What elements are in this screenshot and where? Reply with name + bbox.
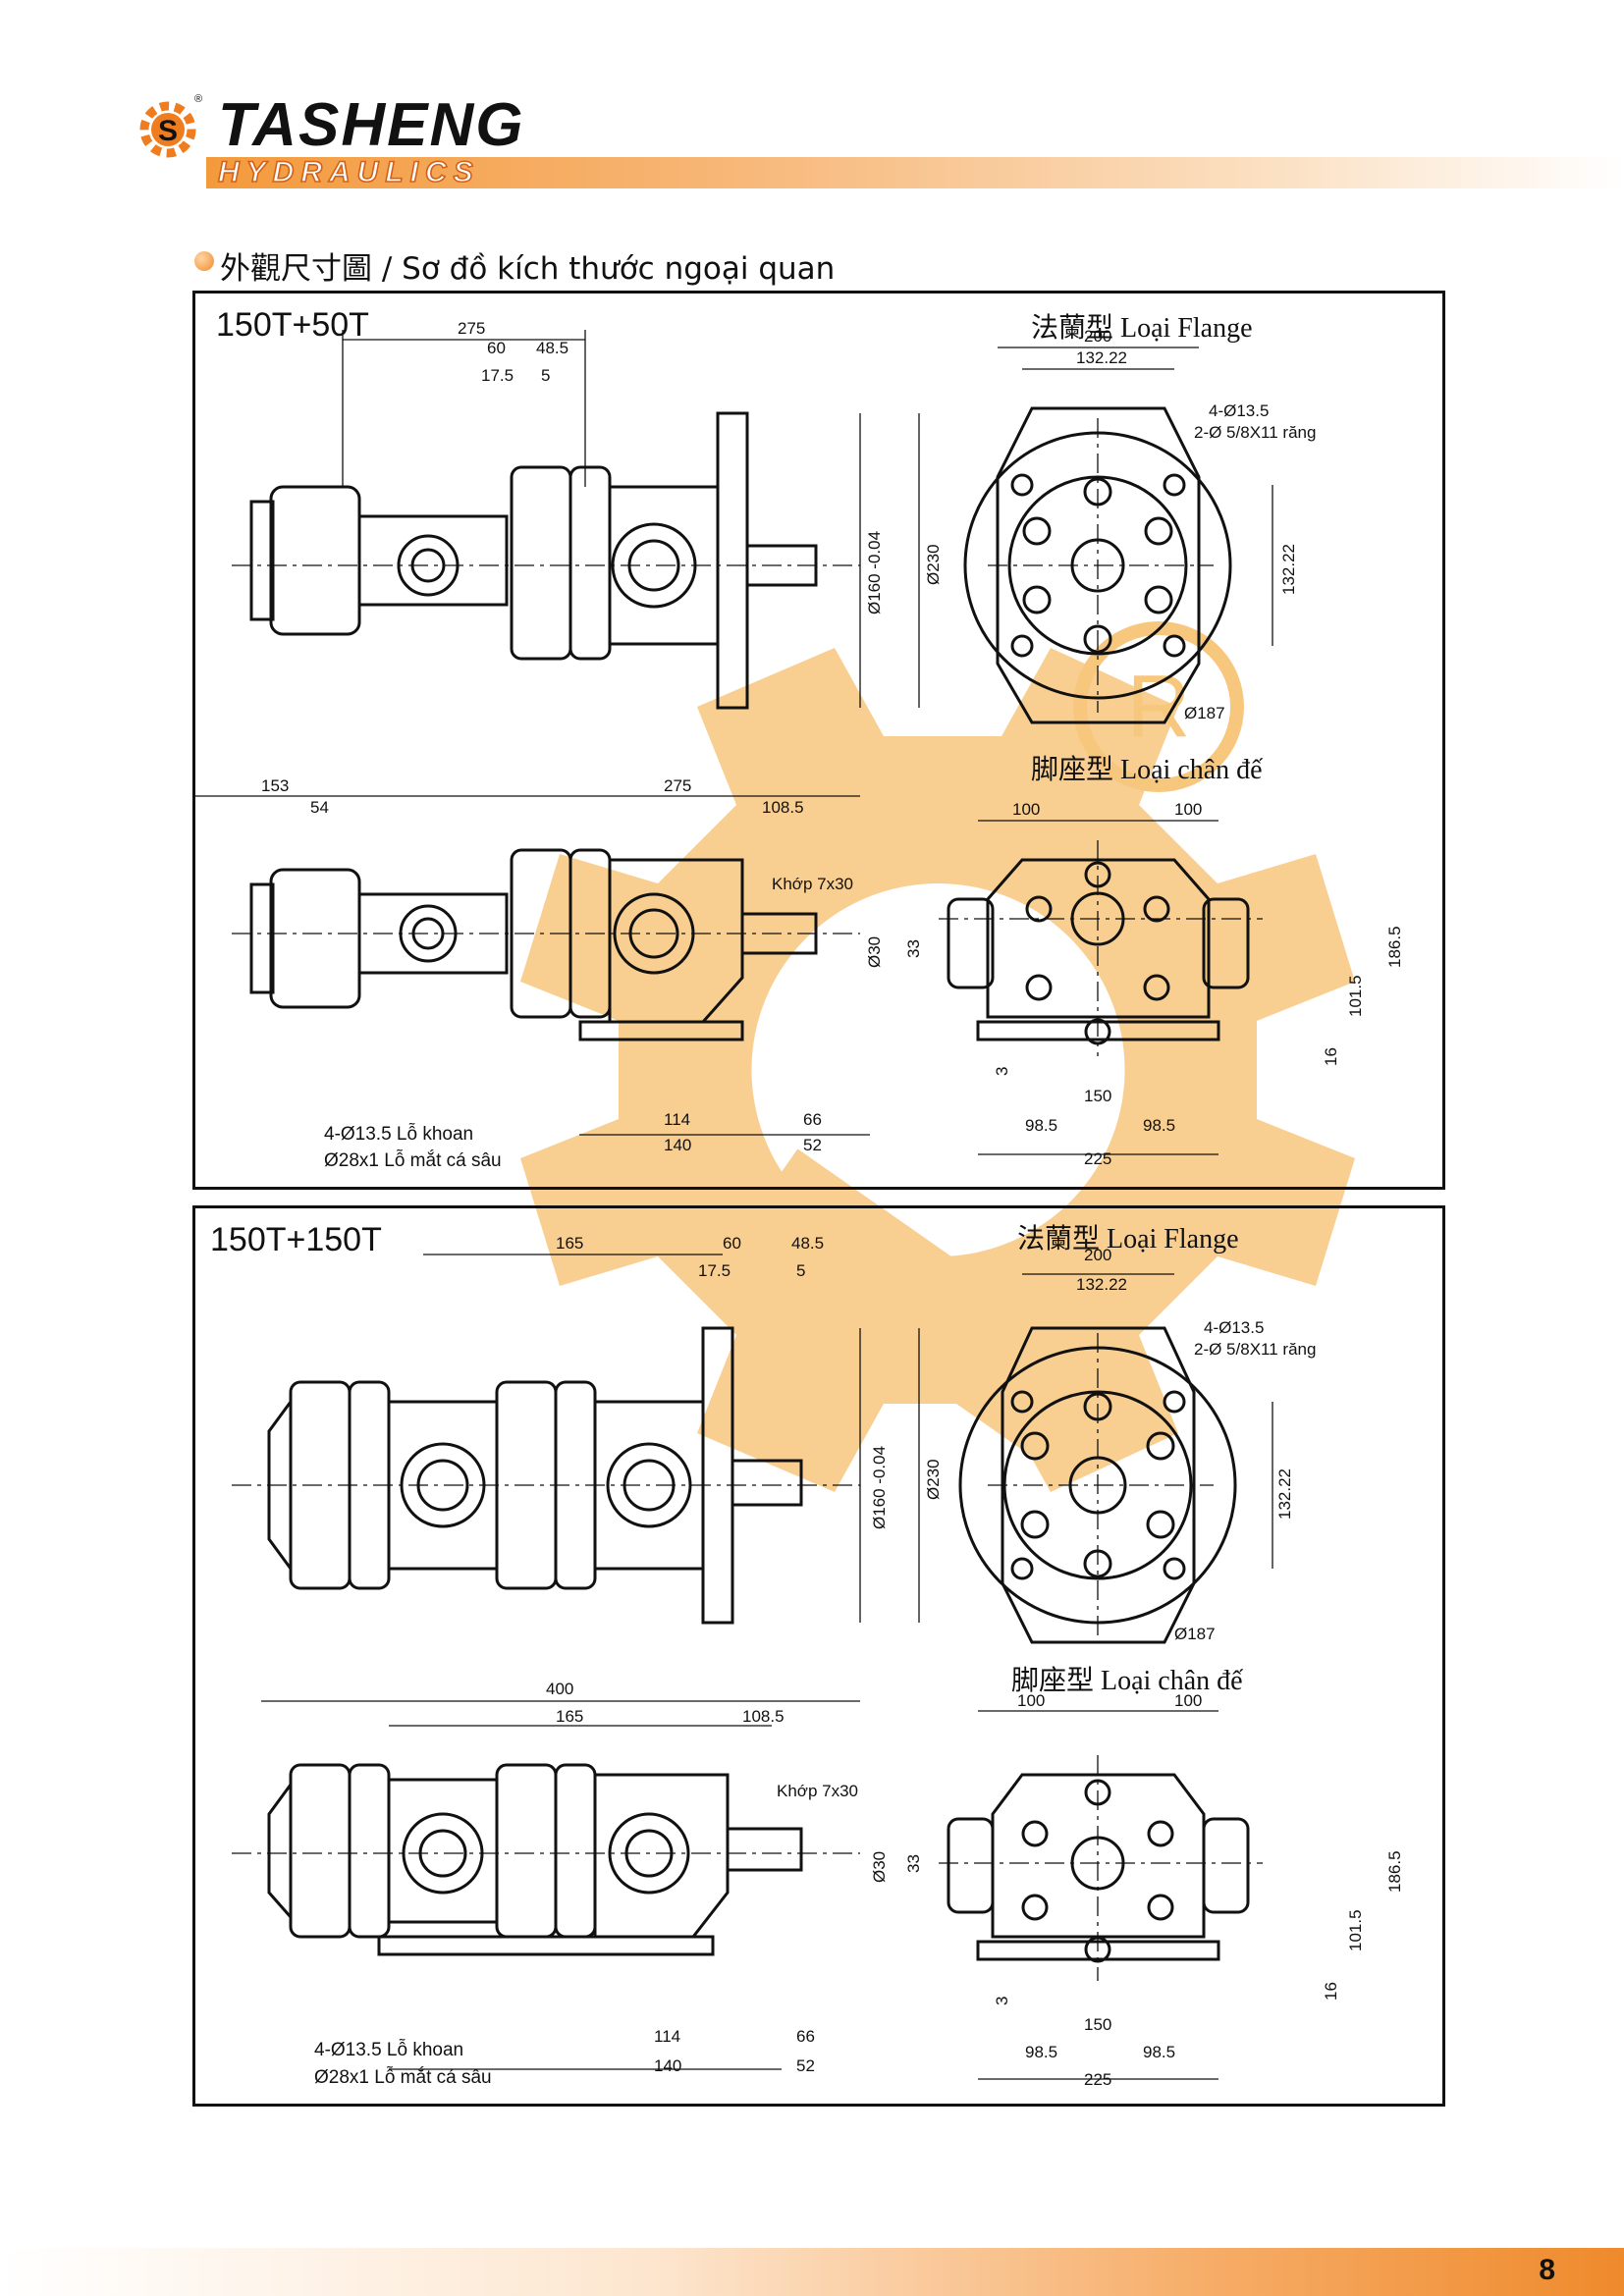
svg-text:Ø230: Ø230 [924, 544, 943, 585]
svg-text:275: 275 [664, 776, 691, 795]
svg-text:225: 225 [1084, 1149, 1111, 1168]
svg-text:48.5: 48.5 [536, 339, 568, 357]
flange-view-label: 法蘭型 Loại Flange [1031, 313, 1253, 344]
svg-text:60: 60 [723, 1234, 741, 1253]
svg-text:Ø187: Ø187 [1184, 704, 1225, 722]
svg-text:114: 114 [654, 2027, 680, 2046]
svg-text:Ø230: Ø230 [924, 1459, 943, 1500]
flange-view-label: 法蘭型 Loại Flange [1017, 1224, 1239, 1255]
page-number: 8 [1539, 2254, 1555, 2286]
svg-text:66: 66 [796, 2027, 815, 2046]
svg-text:132.22: 132.22 [1076, 1275, 1127, 1294]
brand-name: TASHENG [218, 91, 525, 159]
svg-text:4-Ø13.5: 4-Ø13.5 [1204, 1318, 1264, 1337]
svg-text:66: 66 [803, 1110, 822, 1129]
note-counterbore: Ø28x1 Lỗ mắt cá sâu [324, 1150, 502, 1171]
svg-text:16: 16 [1322, 1982, 1340, 2001]
svg-text:17.5: 17.5 [698, 1261, 731, 1280]
svg-text:Ø187: Ø187 [1174, 1625, 1216, 1643]
svg-text:98.5: 98.5 [1025, 2043, 1057, 2061]
note-counterbore: Ø28x1 Lỗ mắt cá sâu [314, 2067, 492, 2088]
svg-text:114: 114 [664, 1110, 690, 1129]
svg-text:4-Ø13.5: 4-Ø13.5 [1209, 401, 1269, 420]
svg-text:200: 200 [1084, 1246, 1111, 1264]
svg-text:153: 153 [261, 776, 289, 795]
note-drill-hole: 4-Ø13.5 Lỗ khoan [314, 2040, 464, 2060]
drawing-150t-150t: 165 60 48.5 17.5 5 Ø160 -0.04 Ø230 200 132.2… [232, 1234, 1404, 2089]
note-drill-hole: 4-Ø13.5 Lỗ khoan [324, 1124, 474, 1145]
svg-text:108.5: 108.5 [742, 1707, 785, 1726]
svg-text:Ø160 -0.04: Ø160 -0.04 [865, 531, 884, 614]
svg-text:101.5: 101.5 [1346, 975, 1365, 1017]
svg-text:Ø160 -0.04: Ø160 -0.04 [870, 1446, 889, 1529]
svg-text:52: 52 [803, 1136, 822, 1154]
svg-text:140: 140 [654, 2056, 681, 2075]
svg-text:48.5: 48.5 [791, 1234, 824, 1253]
svg-text:165: 165 [556, 1234, 583, 1253]
dim-275: 275 [458, 319, 485, 338]
panel-150t-150t [192, 1205, 1445, 2107]
svg-text:165: 165 [556, 1707, 583, 1726]
svg-text:3: 3 [993, 1067, 1011, 1076]
bullet-icon [194, 251, 214, 271]
svg-text:400: 400 [546, 1680, 573, 1698]
panel-150t-50t [192, 291, 1445, 1190]
svg-text:2-Ø 5/8X11 răng: 2-Ø 5/8X11 răng [1194, 1340, 1316, 1359]
svg-text:Khớp 7x30: Khớp 7x30 [777, 1782, 858, 1800]
svg-text:100: 100 [1012, 800, 1040, 819]
svg-text:5: 5 [796, 1261, 805, 1280]
svg-text:200: 200 [1084, 327, 1111, 346]
svg-text:101.5: 101.5 [1346, 1909, 1365, 1951]
svg-text:60: 60 [487, 339, 506, 357]
svg-text:Khớp 7x30: Khớp 7x30 [772, 875, 853, 893]
svg-text:2-Ø 5/8X11 răng: 2-Ø 5/8X11 răng [1194, 423, 1316, 442]
header-accent-bar [206, 157, 1624, 188]
svg-text:108.5: 108.5 [762, 798, 804, 817]
brand-subtitle: HYDRAULICS [217, 156, 480, 189]
drawing-150t-50t: 275 60 48.5 17.5 5 Ø160 -0.04 Ø230 200 132.… [192, 319, 1404, 1168]
svg-text:33: 33 [904, 1854, 923, 1873]
svg-text:132.22: 132.22 [1279, 544, 1298, 595]
svg-text:132.22: 132.22 [1275, 1468, 1294, 1520]
svg-text:98.5: 98.5 [1143, 1116, 1175, 1135]
svg-text:Ø30: Ø30 [870, 1851, 889, 1883]
panel-model-label: 150T+150T [210, 1221, 382, 1258]
svg-text:®: ® [194, 93, 202, 105]
svg-text:150: 150 [1084, 1087, 1111, 1105]
footer-accent-bar [0, 2248, 1624, 2296]
svg-text:186.5: 186.5 [1385, 926, 1404, 968]
foot-view-label: 脚座型 Loại chân đế [1031, 755, 1263, 785]
svg-text:3: 3 [993, 1997, 1011, 2005]
svg-text:225: 225 [1084, 2070, 1111, 2089]
svg-text:16: 16 [1322, 1047, 1340, 1066]
svg-text:33: 33 [904, 939, 923, 958]
svg-text:150: 150 [1084, 2015, 1111, 2034]
svg-text:140: 140 [664, 1136, 691, 1154]
panel-model-label: 150T+50T [216, 306, 369, 344]
svg-text:186.5: 186.5 [1385, 1850, 1404, 1893]
tasheng-gear-logo-icon: S ® [139, 93, 202, 158]
svg-text:Ø30: Ø30 [865, 936, 884, 968]
foot-view-label: 脚座型 Loại chân đế [1011, 1666, 1243, 1696]
svg-text:54: 54 [310, 798, 329, 817]
section-title: 外觀尺寸圖 / Sơ đồ kích thước ngoại quan [220, 251, 836, 287]
svg-text:132.22: 132.22 [1076, 348, 1127, 367]
svg-text:52: 52 [796, 2056, 815, 2075]
svg-text:5: 5 [541, 366, 550, 385]
svg-text:98.5: 98.5 [1025, 1116, 1057, 1135]
svg-text:100: 100 [1017, 1691, 1045, 1710]
svg-text:17.5: 17.5 [481, 366, 514, 385]
svg-text:100: 100 [1174, 800, 1202, 819]
svg-text:100: 100 [1174, 1691, 1202, 1710]
svg-text:98.5: 98.5 [1143, 2043, 1175, 2061]
svg-text:S: S [158, 115, 178, 147]
